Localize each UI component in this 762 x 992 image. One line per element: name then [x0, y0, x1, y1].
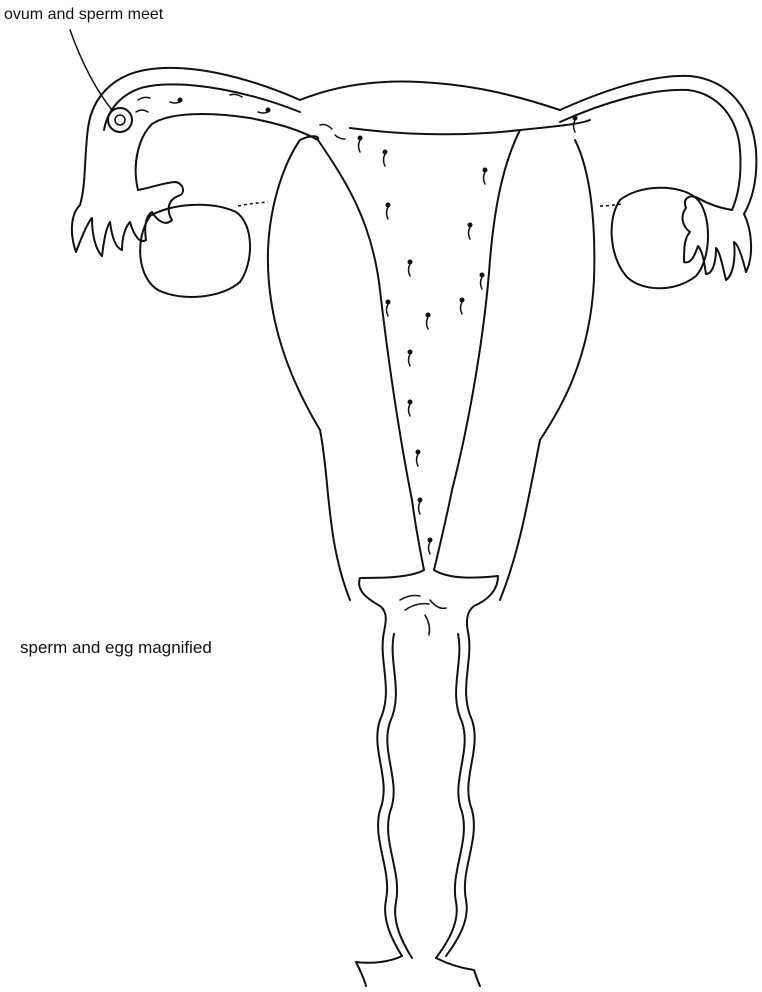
sperm-cell	[468, 223, 473, 240]
sperm-tail	[136, 110, 148, 112]
cervical-sperm	[430, 600, 446, 608]
sperm-cell	[418, 498, 423, 515]
sperm-tail	[320, 125, 332, 130]
sperm-cell	[408, 260, 413, 277]
left-tube-outer	[80, 68, 300, 205]
sperm-cell	[258, 108, 271, 114]
cavity-left-wall	[318, 140, 424, 570]
sperm-cell	[480, 273, 485, 290]
left-tube-lower	[136, 114, 318, 190]
fertilization-site-label: ovum and sperm meet	[4, 6, 163, 24]
right-tube-lower	[350, 120, 590, 134]
right-tube-inner	[560, 90, 741, 210]
cervical-sperm	[405, 604, 429, 610]
vagina-right-wall-inner	[436, 634, 465, 958]
ovum-circle	[108, 108, 132, 132]
sperm-cell	[428, 538, 433, 555]
sperm-cell	[408, 350, 413, 367]
left-fimbriae	[72, 182, 183, 256]
ovum-nucleus	[115, 115, 125, 125]
sperm-cell	[408, 400, 413, 417]
cervix-right-lip	[434, 570, 498, 632]
cervix-left-lip	[359, 570, 424, 632]
left-ovarian-ligament	[238, 202, 268, 206]
cervical-sperm	[400, 596, 420, 601]
vagina-right-wall	[446, 632, 475, 956]
sperm-cells	[170, 98, 578, 555]
uterus-outer-left	[268, 140, 350, 600]
label-pointer-line	[70, 30, 112, 110]
cervical-sperm	[425, 615, 430, 635]
uterus-outer-right	[500, 140, 594, 600]
right-fimbriae	[683, 196, 752, 280]
uterus-fundus	[300, 82, 560, 110]
sperm-cell	[170, 98, 183, 104]
vaginal-opening-left	[356, 956, 402, 986]
sperm-cell	[460, 298, 465, 315]
sperm-tail	[335, 135, 345, 139]
vaginal-opening-right	[436, 958, 480, 986]
right-ovarian-ligament	[600, 204, 622, 206]
vagina-left-wall	[377, 632, 402, 956]
sperm-tail	[138, 97, 150, 100]
sperm-cell	[386, 203, 391, 220]
cavity-right-wall	[434, 130, 520, 570]
right-ovary	[612, 188, 708, 289]
sperm-cell	[426, 313, 431, 330]
sperm-cell	[383, 150, 388, 167]
sperm-tail	[230, 94, 242, 97]
sperm-cell	[386, 300, 391, 317]
magnification-note-label: sperm and egg magnified	[20, 638, 212, 658]
sperm-cell	[416, 450, 421, 467]
sperm-cell	[358, 136, 363, 153]
sperm-cell	[483, 168, 488, 185]
vagina-left-wall-inner	[387, 634, 412, 958]
